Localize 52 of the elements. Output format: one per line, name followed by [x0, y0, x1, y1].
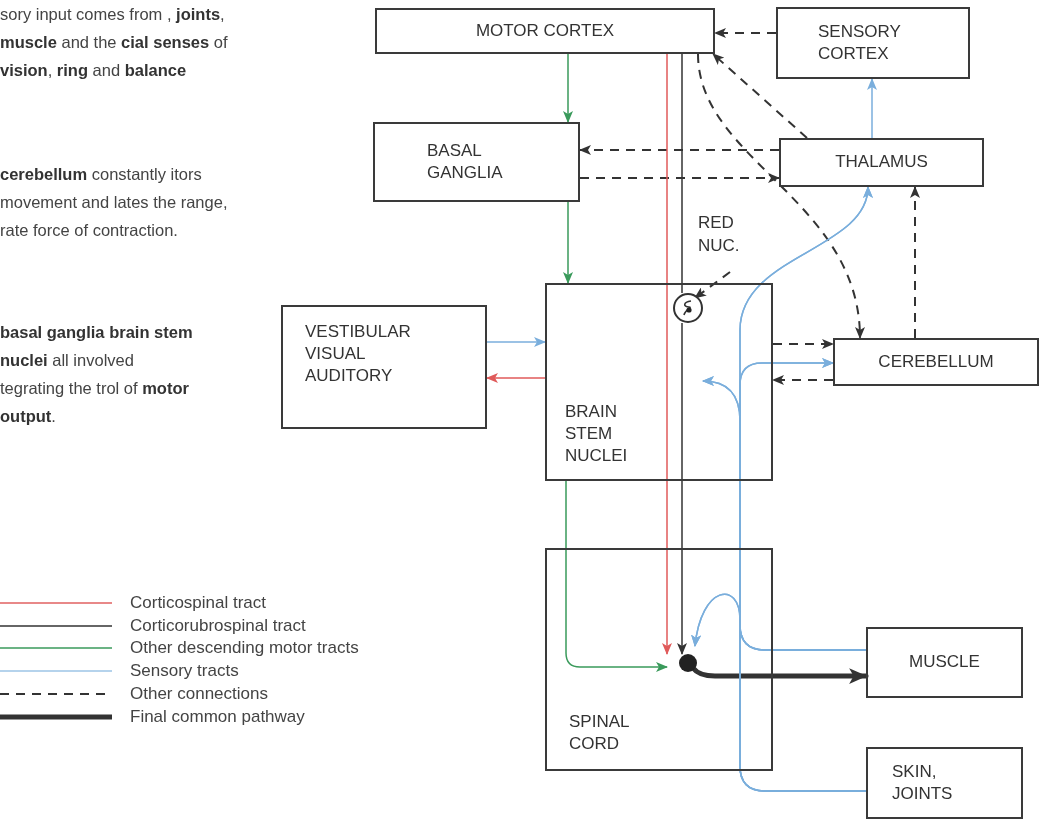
box-label: THALAMUS [835, 151, 928, 174]
box-label: CEREBELLUM [878, 350, 994, 373]
process-box [373, 122, 580, 202]
arrow [579, 145, 780, 155]
arrow [690, 665, 869, 684]
arrow [691, 593, 867, 792]
nucleus-circle [673, 293, 703, 323]
box-label: SPINAL CORD [569, 710, 630, 755]
note-paragraph: basal ganglia brain stem nuclei all involved tegrating the trol of motor output. [0, 322, 194, 427]
arrow [579, 173, 780, 183]
legend-label: Corticorubrospinal tract [130, 615, 306, 636]
box-label: BASAL GANGLIA [427, 139, 504, 184]
arrow [486, 373, 546, 383]
process-box [776, 7, 970, 79]
arrow [486, 337, 546, 347]
arrow [772, 339, 834, 349]
arrow [565, 480, 668, 672]
process-box [833, 338, 1039, 386]
arrow [867, 78, 877, 139]
process-box [866, 747, 1023, 819]
box-label: MOTOR CORTEX [475, 19, 615, 42]
arrow [712, 53, 808, 139]
box-label: SENSORY CORTEX [818, 20, 902, 65]
junction-dot [679, 654, 697, 672]
process-box [866, 627, 1023, 698]
legend-label: Sensory tracts [130, 661, 239, 682]
arrow [694, 271, 731, 299]
process-box [545, 283, 773, 481]
note-paragraph: cerebellum constantly itors movement and lates the range, rate force of contraction. [0, 164, 229, 241]
arrow [662, 53, 672, 655]
process-box [545, 548, 773, 771]
box-label: BRAIN STEM NUCLEI [565, 400, 629, 467]
legend-label: Other connections [130, 683, 268, 704]
arrow [563, 201, 573, 284]
legend-label: Other descending motor tracts [130, 638, 359, 659]
arrow [677, 322, 687, 655]
box-label: VESTIBULAR VISUAL AUDITORY [305, 321, 412, 388]
process-box [375, 8, 715, 54]
process-box [779, 138, 984, 187]
legend-label: Final common pathway [130, 706, 305, 727]
arrow [697, 53, 864, 339]
note-paragraph: sory input comes from , joints, muscle and the cial senses of vision, ring and balance [0, 4, 229, 81]
structure-label: RED NUC. [698, 212, 758, 268]
arrow [910, 186, 920, 339]
box-label: SKIN, JOINTS [892, 760, 954, 805]
connector-line [681, 53, 683, 294]
process-box [281, 305, 487, 429]
box-label: MUSCLE [909, 651, 980, 674]
arrow [714, 28, 777, 38]
legend-label: Corticospinal tract [130, 593, 267, 613]
arrow [772, 375, 834, 385]
arrow [563, 53, 573, 123]
